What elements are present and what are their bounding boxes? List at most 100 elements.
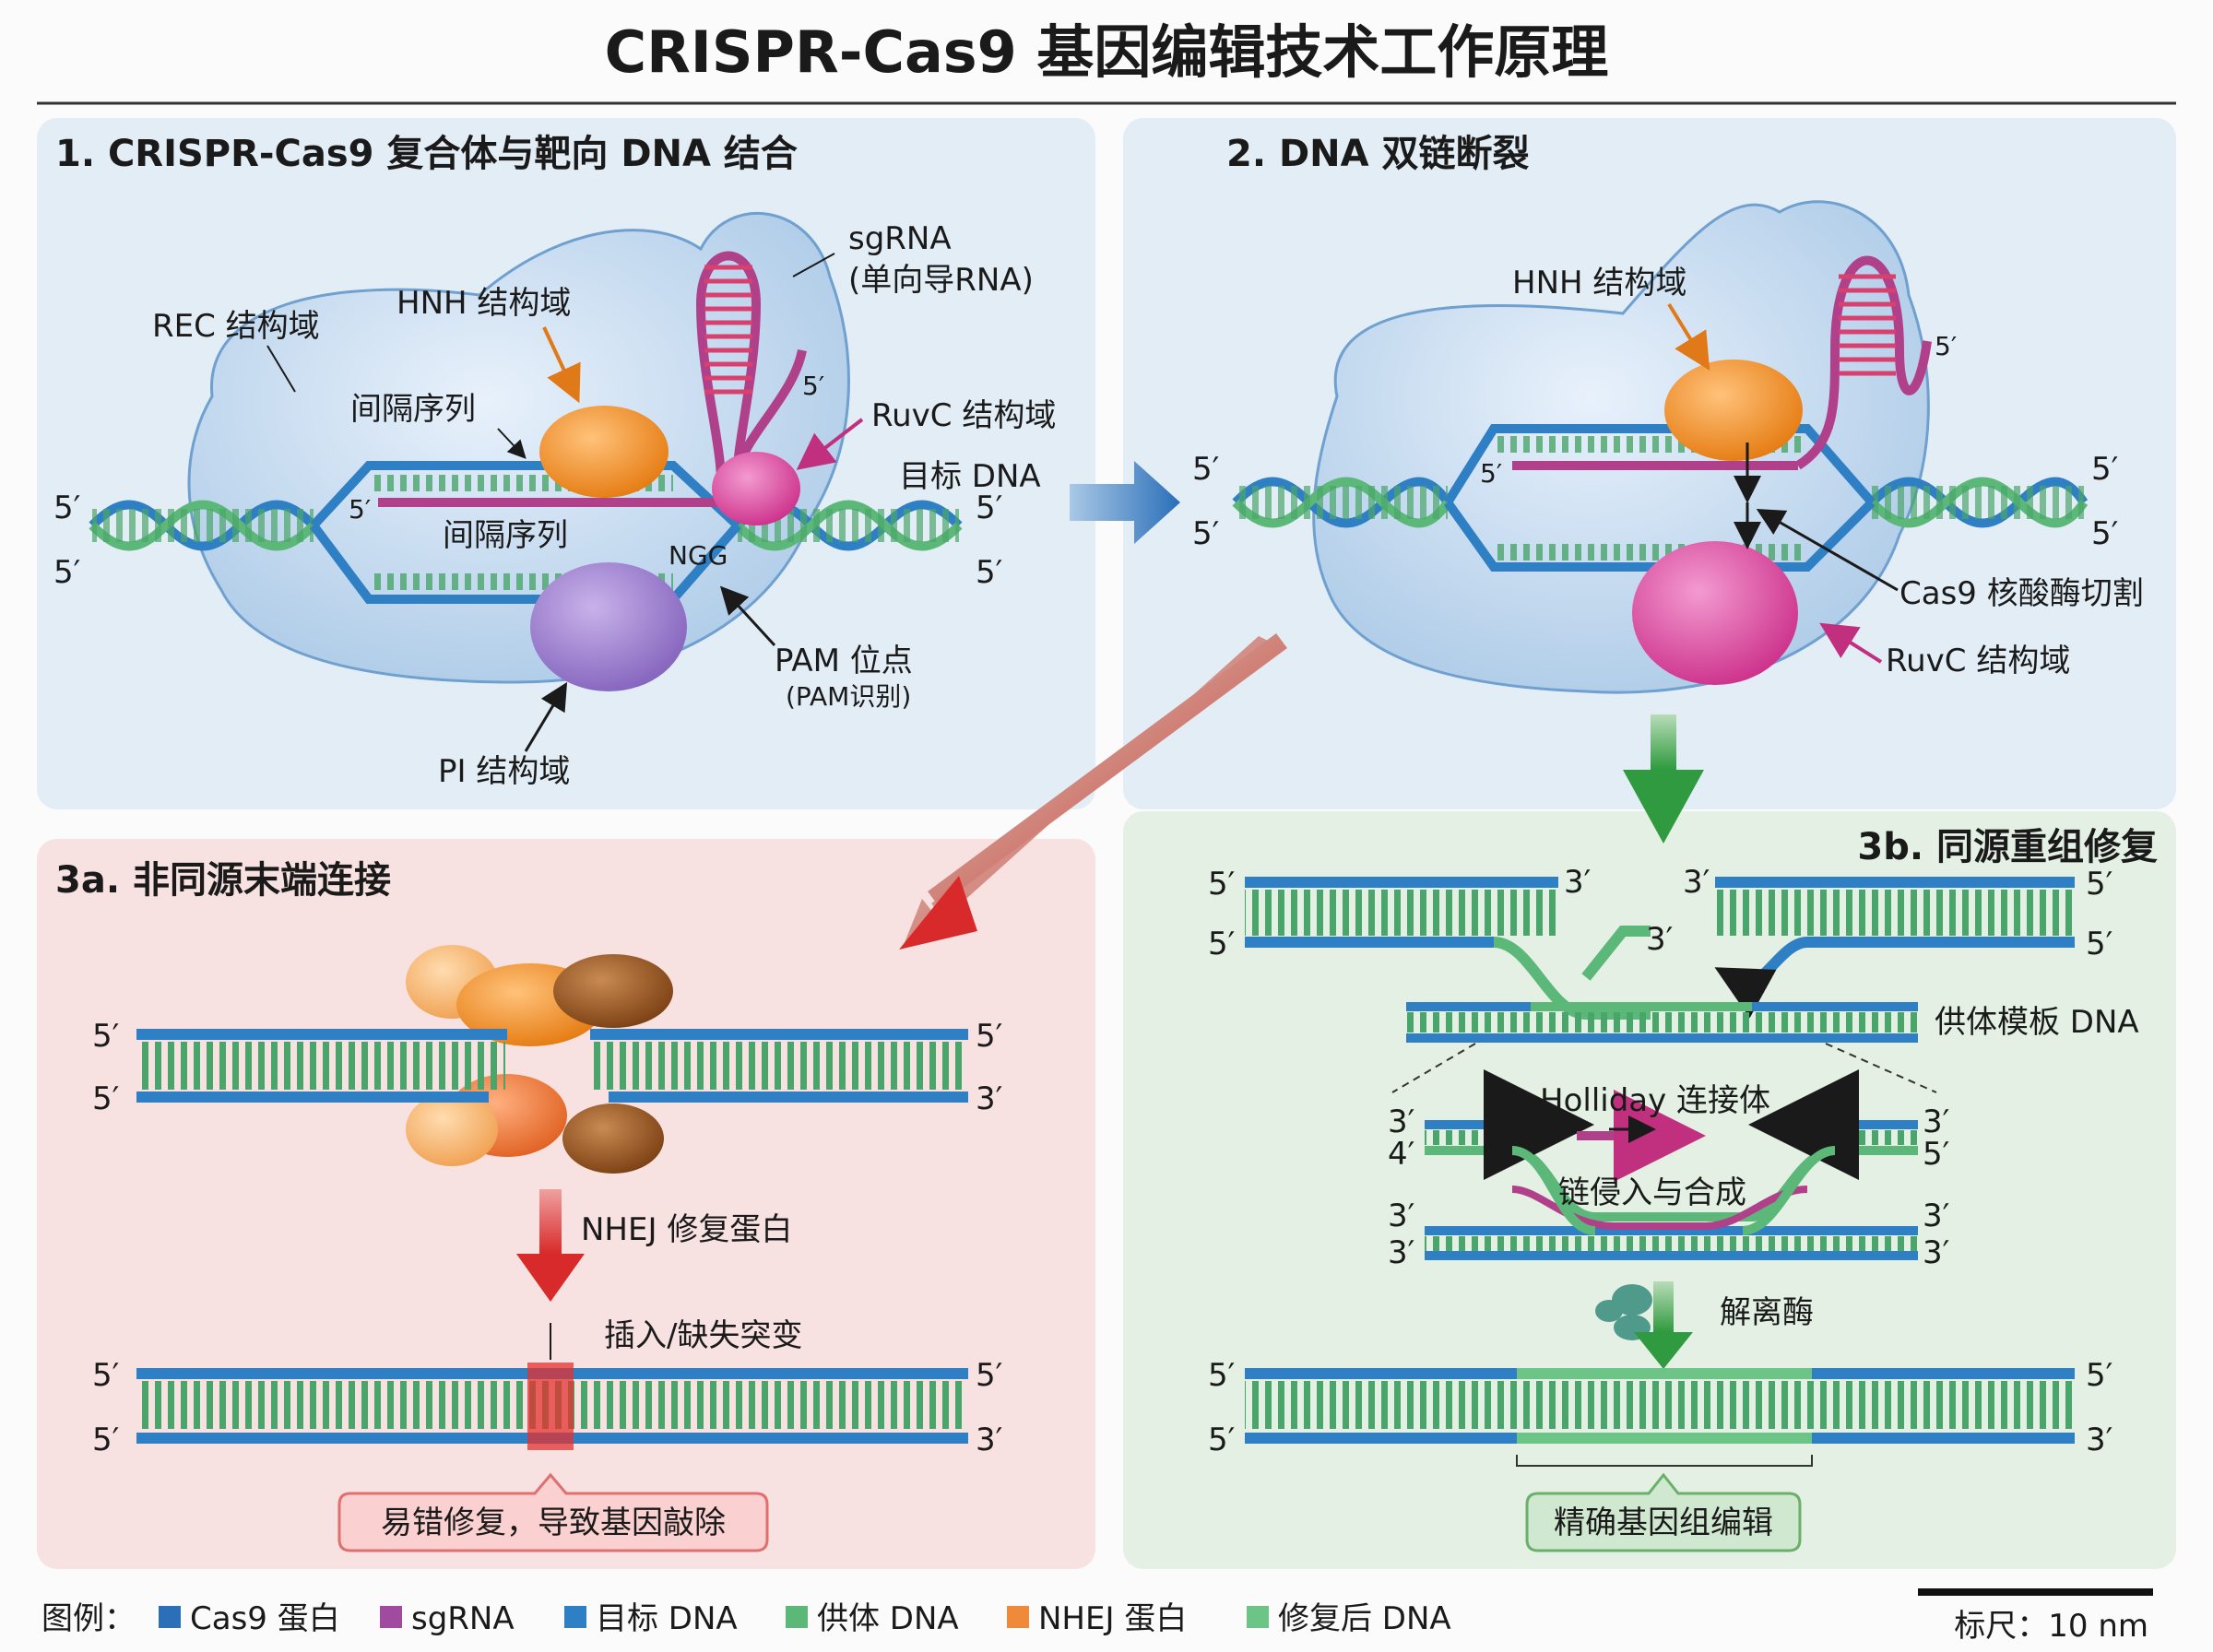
arrow-step1-to-step2 — [1070, 461, 1180, 544]
hnh-domain — [539, 406, 669, 498]
holliday-3prime-right-2: 3′ — [1923, 1198, 1949, 1234]
hnh-domain-2 — [1664, 360, 1803, 461]
cut-5prime-right-bottom: 5′ — [2091, 515, 2118, 552]
arrow-step2-to-nhej-head — [899, 876, 977, 950]
spacer-top-label: 间隔序列 — [350, 391, 476, 428]
sgrna-hairpin-pairs — [704, 265, 752, 395]
cut-strand-bottom — [1443, 499, 1876, 572]
panel-1-title: 1. CRISPR-Cas9 复合体与靶向 DNA 结合 — [55, 133, 798, 175]
pam-sub-label: (PAM识别) — [786, 681, 911, 712]
legend-item-text-1: sgRNA — [411, 1600, 515, 1637]
sgrna-hairpin-5prime: 5′ — [802, 371, 824, 401]
nhej-result-5prime-right-top: 5′ — [976, 1357, 1002, 1394]
sgrna-sub-label: (单向导RNA) — [848, 262, 1034, 299]
hdr-result-5prime-left-top: 5′ — [1208, 1357, 1235, 1394]
nhej-protein-brown-2 — [562, 1103, 664, 1174]
hdr-5prime-right-top: 5′ — [2086, 866, 2112, 903]
legend-item-text-0: Cas9 蛋白 — [190, 1600, 340, 1637]
holliday-3prime-right-1: 3′ — [1923, 1103, 1949, 1140]
nhej-protein-label: NHEJ 修复蛋白 — [581, 1211, 792, 1248]
resolvase-arrow-head — [1634, 1332, 1693, 1369]
spacer-bottom-label: 间隔序列 — [443, 517, 568, 554]
sgrna-5prime-label: 5′ — [349, 494, 371, 525]
resolvase-icon — [1595, 1284, 1652, 1340]
target-strand-top — [310, 461, 741, 529]
panel-3a: 5′ 5′ 5′ 3′ NHEJ 修复蛋白 插入/缺失突变 5′ 5′ 5′ 3… — [92, 945, 1002, 1552]
nhej-result-5prime-left-bottom: 5′ — [92, 1422, 119, 1458]
nhej-5prime-right-top: 5′ — [976, 1018, 1002, 1055]
arrow-step2-to-hdr-head — [1623, 770, 1704, 844]
dna-5prime-left-bottom: 5′ — [53, 554, 80, 591]
indel-label: 插入/缺失突变 — [604, 1317, 802, 1354]
holliday-junction — [1425, 1069, 1918, 1260]
nhej-result-callout — [337, 1472, 769, 1552]
hnh-label-2: HNH 结构域 — [1512, 265, 1686, 301]
cut-5prime-left-bottom: 5′ — [1192, 515, 1219, 552]
panel-3b: 5′ 5′ 3′ 3′ 3′ 5′ 5′ 供体模板 DNA Hollid — [1208, 864, 2139, 1552]
panel-2: HNH 结构域 5′ 5′ 5′ 5′ 5′ 5′ Cas9 核酸酶切割 Ruv… — [1192, 200, 2144, 694]
resected-end-right — [1714, 877, 2075, 1019]
resolvase-arrow-shaft — [1653, 1281, 1674, 1332]
sgrna-2-5prime: 5′ — [1935, 331, 1957, 361]
ruvc-domain — [712, 452, 800, 525]
hnh-label: HNH 结构域 — [396, 285, 571, 322]
dna-5prime-left-top: 5′ — [53, 490, 80, 526]
ngg-label: NGG — [669, 540, 728, 571]
strand-invasion-label: 链侵入与合成 — [1558, 1174, 1746, 1211]
holliday-3prime-left-2: 3′ — [1388, 1198, 1414, 1234]
cut-strand-top — [1443, 424, 1876, 506]
cut-dna-helix-right — [1868, 477, 2089, 528]
arrow-step2-to-hdr-shaft — [1651, 714, 1676, 770]
holliday-3prime-right-3: 3′ — [1923, 1234, 1949, 1271]
sgrna-hairpin-2-pairs — [1839, 274, 1896, 376]
indel-mutation-mark — [527, 1363, 574, 1450]
broken-dna-left — [136, 1029, 507, 1103]
hdr-result-callout — [1525, 1472, 1802, 1552]
target-dna-label: 目标 DNA — [899, 458, 1041, 495]
legend-item-text-2: 目标 DNA — [596, 1600, 738, 1637]
hdr-3prime-right-end: 3′ — [1683, 864, 1710, 901]
legend-swatch-1 — [380, 1606, 402, 1628]
hdr-result-5prime-right-top: 5′ — [2086, 1357, 2112, 1394]
arrow-step2-to-nhej — [928, 632, 1287, 907]
panel-3b-background — [1123, 811, 2176, 1569]
legend-item-text-4: NHEJ 蛋白 — [1038, 1600, 1187, 1637]
dna-5prime-right-top: 5′ — [976, 490, 1002, 526]
nhej-result-text: 易错修复，导致基因敲除 — [381, 1504, 726, 1541]
legend-swatch-0 — [159, 1606, 181, 1628]
legend-swatch-5 — [1247, 1606, 1269, 1628]
hdr-5prime-left-bottom: 5′ — [1208, 926, 1235, 962]
donor-template-dna — [1406, 1002, 1918, 1043]
pam-label: PAM 位点 — [775, 643, 913, 679]
dna-5prime-right-bottom: 5′ — [976, 554, 1002, 591]
nhej-result-3prime-right-bottom: 3′ — [976, 1422, 1002, 1458]
pi-label: PI 结构域 — [438, 753, 570, 790]
panel-2-title: 2. DNA 双链断裂 — [1226, 133, 1530, 175]
panel-3b-title: 3b. 同源重组修复 — [1857, 826, 2158, 868]
nhej-3prime-right-bottom: 3′ — [976, 1080, 1002, 1117]
cut-dna-helix-left — [1232, 477, 1452, 528]
cut-5prime-left-top: 5′ — [1192, 451, 1219, 488]
cas9-cut-label: Cas9 核酸酶切割 — [1899, 575, 2144, 612]
legend-item-text-3: 供体 DNA — [817, 1600, 959, 1637]
ruvc-label: RuvC 结构域 — [871, 397, 1056, 434]
holliday-4prime-left: 4′ — [1388, 1136, 1414, 1173]
hdr-result-5prime-left-bottom: 5′ — [1208, 1422, 1235, 1458]
legend-label: 图例： — [41, 1600, 136, 1637]
nhej-arrow-head — [516, 1254, 585, 1302]
legend-swatch-4 — [1007, 1606, 1029, 1628]
cut-5prime-right-top: 5′ — [2091, 451, 2118, 488]
hdr-result-text: 精确基因组编辑 — [1554, 1504, 1773, 1541]
hdr-5prime-left-top: 5′ — [1208, 866, 1235, 903]
resected-end-left — [1245, 877, 1651, 1020]
hdr-3prime-overhang: 3′ — [1646, 921, 1673, 958]
repaired-dna-hdr — [1245, 1368, 2075, 1444]
panel-1: sgRNA (单向导RNA) HNH 结构域 REC 结构域 间隔序列 5′ 间… — [53, 211, 1056, 790]
scale-bar: 标尺：10 nm — [1918, 1588, 2153, 1645]
panel-3a-title: 3a. 非同源末端连接 — [55, 859, 391, 902]
nhej-arrow-shaft — [539, 1189, 562, 1254]
pi-domain — [530, 562, 687, 691]
hdr-5prime-right-bottom: 5′ — [2086, 926, 2112, 962]
